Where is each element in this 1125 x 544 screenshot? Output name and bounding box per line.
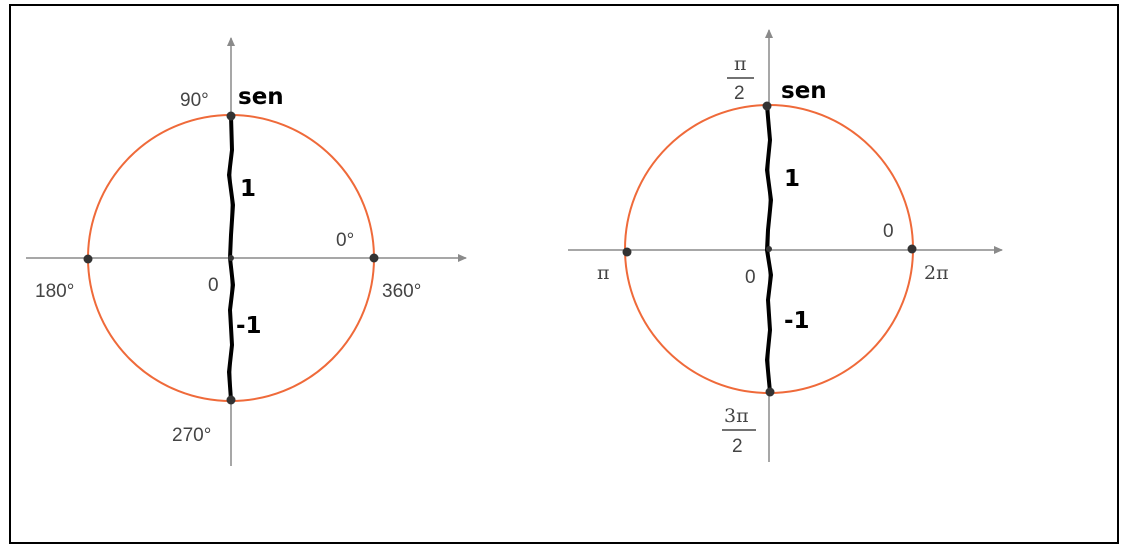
- point-origin: [228, 255, 234, 261]
- point-three-pi-half: [765, 387, 775, 397]
- label-value-minus-1: -1: [236, 313, 262, 339]
- label-two-pi: 2π: [924, 262, 949, 284]
- label-180-degrees: 180°: [35, 281, 74, 302]
- label-zero-radians: 0: [883, 221, 894, 242]
- label-origin: 0: [745, 267, 756, 288]
- unit-circle-degrees: 90° sen 1 0° 180° 0 360° -1 270°: [26, 37, 467, 466]
- point-origin: [766, 246, 772, 252]
- sine-axis-label: sen: [781, 78, 827, 104]
- label-value-1: 1: [784, 166, 800, 192]
- label-pi-half-numerator: π: [734, 53, 747, 75]
- point-0: [369, 253, 379, 263]
- label-three-pi-half-denominator: 2: [732, 436, 743, 457]
- point-pi: [622, 247, 632, 257]
- label-pi: π: [597, 262, 610, 284]
- label-value-minus-1: -1: [784, 308, 810, 334]
- point-pi-half: [762, 101, 772, 111]
- label-pi-half-denominator: 2: [734, 83, 745, 104]
- label-270-degrees: 270°: [172, 425, 211, 446]
- label-origin: 0: [208, 275, 219, 296]
- point-270: [226, 395, 236, 405]
- point-180: [83, 254, 93, 264]
- label-90-degrees: 90°: [180, 90, 209, 111]
- unit-circle-radians: π 2 sen 1 0 π 0 2π -1 3π 2: [568, 29, 1003, 462]
- label-360-degrees: 360°: [382, 281, 421, 302]
- label-value-1: 1: [240, 176, 256, 202]
- point-90: [226, 111, 236, 121]
- label-three-pi-half-numerator: 3π: [724, 405, 749, 427]
- label-0-degrees: 0°: [336, 230, 354, 251]
- point-zero: [907, 244, 917, 254]
- sine-axis-label: sen: [238, 84, 284, 110]
